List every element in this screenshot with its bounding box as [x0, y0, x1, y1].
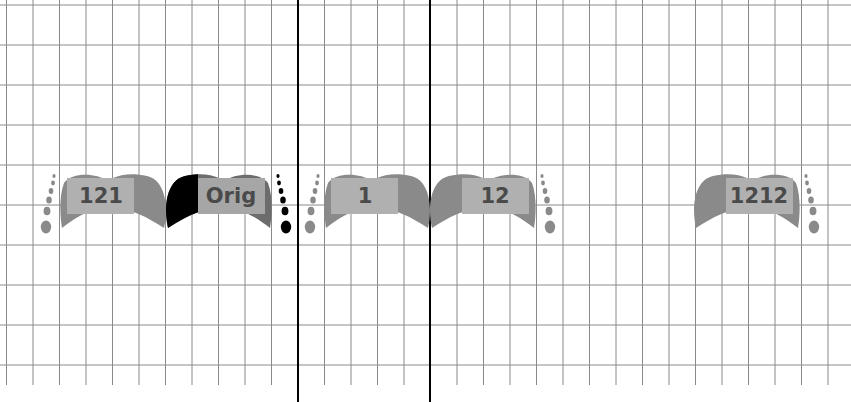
footprint-shape: Orig	[165, 168, 293, 238]
shape-label: Orig	[206, 184, 256, 208]
mirror-line	[297, 0, 299, 402]
footprint-shape: 1	[303, 168, 431, 238]
grid-lines	[0, 0, 851, 385]
shape-label: 12	[480, 184, 509, 208]
shape-label: 121	[79, 184, 123, 208]
shape-label: 1	[358, 184, 373, 208]
footprint-shape: 12	[429, 168, 557, 238]
footprint-shape: 121	[39, 168, 167, 238]
shape-label: 1212	[730, 184, 788, 208]
footprint-shape: 1212	[693, 168, 821, 238]
